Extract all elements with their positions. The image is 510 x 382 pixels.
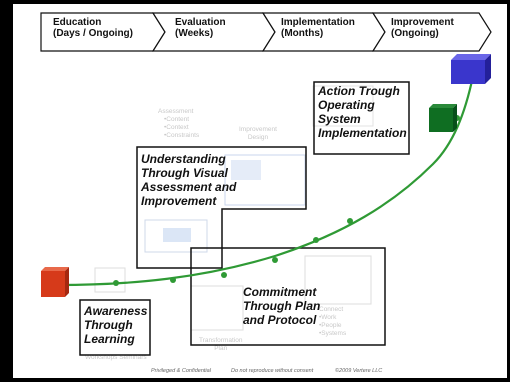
stage-line: Through Visual xyxy=(141,166,228,180)
phase-banner xyxy=(40,12,492,52)
end-block xyxy=(451,54,491,84)
curve-node xyxy=(221,272,227,278)
phase-duration: (Ongoing) xyxy=(391,28,439,39)
stage-line: Awareness xyxy=(84,304,148,318)
phase-title: Implementation xyxy=(281,17,355,28)
stage-line: Assessment and xyxy=(141,180,237,194)
start-block xyxy=(41,267,69,297)
phase-title: Education xyxy=(53,17,102,28)
stage-line: Action Trough xyxy=(318,84,400,98)
faint-line: Design xyxy=(247,134,269,141)
stage-line: Learning xyxy=(84,332,135,346)
curve-node xyxy=(113,280,119,286)
slide: Education (Days / Ongoing) Evaluation (W… xyxy=(13,4,507,378)
mid-block xyxy=(429,104,457,132)
faint-workshops: Workshops Seminars xyxy=(85,354,147,361)
stage-line: and Protocol xyxy=(243,313,317,327)
faint-assessment: Assessment •Content •Context •Constraint… xyxy=(158,108,199,140)
stage-line: Understanding xyxy=(141,152,226,166)
stage-action: Action Trough Operating System Implement… xyxy=(318,84,407,140)
phase-arrow-improvement xyxy=(371,12,492,52)
stage-line: System xyxy=(318,112,361,126)
phase-duration: (Days / Ongoing) xyxy=(53,28,133,39)
stage-line: Commitment xyxy=(243,285,317,299)
growth-curve-path xyxy=(56,75,475,287)
growth-curve xyxy=(41,54,491,297)
phase-duration: (Weeks) xyxy=(175,28,214,39)
stage-line: Improvement xyxy=(141,194,217,208)
stage-commitment: Commitment Through Plan and Protocol xyxy=(243,285,320,327)
phase-title: Evaluation xyxy=(175,17,226,28)
faint-line: •Constraints xyxy=(164,132,200,139)
phase-improvement: Improvement (Ongoing) xyxy=(391,17,454,39)
stage-line: Through xyxy=(84,318,133,332)
footer-copyright: ©2009 Vertere LLC xyxy=(335,368,383,374)
phase-education: Education (Days / Ongoing) xyxy=(53,17,133,39)
stage-understanding: Understanding Through Visual Assessment … xyxy=(141,152,236,208)
faint-line: •Content xyxy=(164,116,190,123)
phase-title: Improvement xyxy=(391,17,454,28)
stage-line: Through Plan xyxy=(243,299,321,313)
faint-improvement-design: Improvement Design xyxy=(239,126,277,142)
phase-implementation: Implementation (Months) xyxy=(281,17,355,39)
phase-evaluation: Evaluation (Weeks) xyxy=(175,17,226,39)
faint-line: Improvement xyxy=(239,126,277,133)
footer-notice: Do not reproduce without consent xyxy=(231,368,314,374)
stage-line: Operating xyxy=(318,98,375,112)
phase-duration: (Months) xyxy=(281,28,324,39)
stage-line: Implementation xyxy=(318,126,407,140)
faint-line: •Context xyxy=(164,124,189,131)
curve-node xyxy=(272,257,278,263)
faint-line: Plan xyxy=(214,345,228,352)
stage-awareness: Awareness Through Learning xyxy=(84,304,147,346)
faint-line: Assessment xyxy=(158,108,194,115)
footer-confidential: Privileged & Confidential xyxy=(151,368,211,374)
left-pointer-arrow xyxy=(0,169,14,201)
curve-node xyxy=(347,218,353,224)
curve-node xyxy=(313,237,319,243)
curve-node xyxy=(170,277,176,283)
